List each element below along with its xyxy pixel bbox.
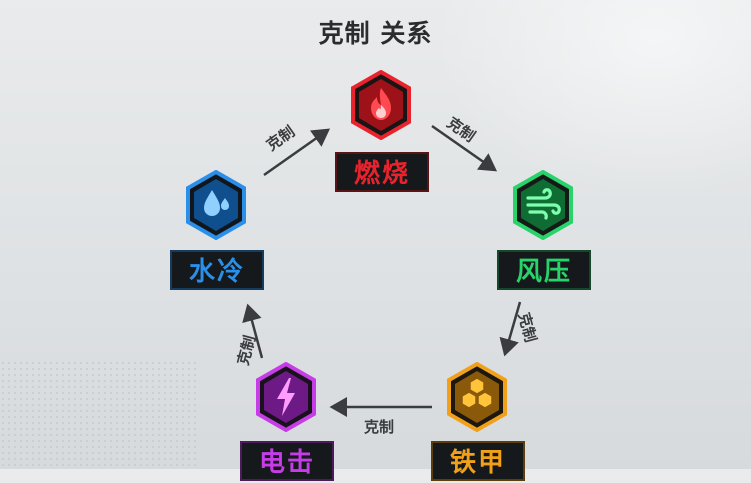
wind-icon [526, 188, 561, 220]
relation-label-frost-burn: 克制 [263, 122, 299, 155]
relation-label-wind-armor: 克制 [514, 310, 540, 345]
background-dot-pattern [0, 360, 200, 469]
wind-label: 风压 [497, 250, 591, 290]
lightning-icon [277, 378, 295, 416]
flame-icon [371, 88, 391, 120]
water-drop-icon [204, 190, 229, 216]
shock-node-hex[interactable] [255, 362, 317, 432]
burn-node-hex[interactable] [350, 70, 412, 140]
page-title: 克制 关系 [318, 19, 433, 48]
armor-label: 铁甲 [431, 441, 525, 481]
burn-label: 燃烧 [335, 152, 429, 192]
relation-label-armor-shock: 克制 [364, 418, 395, 436]
shock-label: 电击 [240, 441, 334, 481]
frost-label: 水冷 [170, 250, 264, 290]
honeycomb-icon [461, 377, 493, 409]
wind-node-hex[interactable] [512, 170, 574, 240]
frost-node-hex[interactable] [185, 170, 247, 240]
armor-node-hex[interactable] [446, 362, 508, 432]
